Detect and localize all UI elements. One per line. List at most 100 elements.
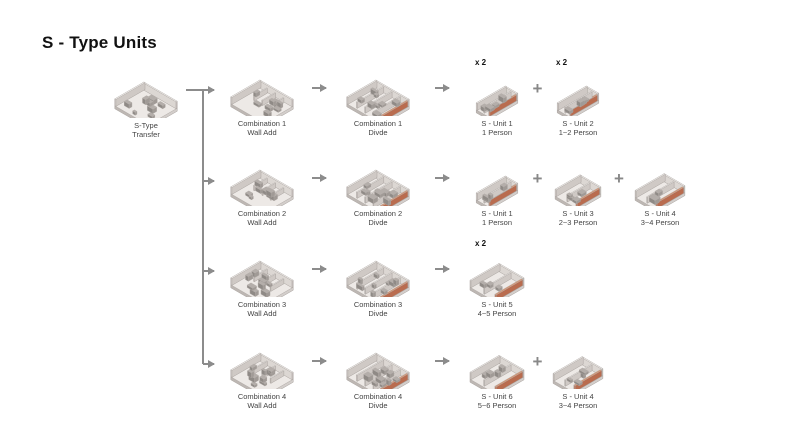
source-transfer-label-line2: Transfer [132,130,160,139]
furniture-block-top [363,181,372,187]
furniture-block-top [370,289,377,294]
furniture-block-top [254,179,264,185]
furniture-block-top [252,89,261,94]
furniture-block-top [498,364,506,369]
furniture-block-top [246,282,258,289]
unit-model-2-3-model [634,173,686,206]
wall-add-model-4-model [230,352,294,389]
furniture-block-top [380,187,391,194]
furniture-block-top [491,101,500,107]
plus-icon: + [532,352,543,371]
furniture-block-top [263,109,272,115]
wall-side-top [230,169,262,188]
unit-model-1-1-label-line2: 1 Person [481,128,513,137]
unit-model-2-1-label-line1: S - Unit 1 [481,209,513,218]
unit-model-4-1-model [469,355,525,389]
furniture-block-top [372,367,382,373]
furniture-block-top [249,363,258,369]
partition-wall-top [564,364,593,381]
wall-add-model-3-model [230,260,294,297]
furniture-block-top [571,196,581,202]
multiplier-badge: x 2 [475,58,487,67]
divide-model-2-label-line2: Divde [368,218,388,227]
plus-icon: + [532,169,543,188]
furniture-block-top [648,194,660,201]
wall-back-right [597,92,600,102]
wall-side-top [346,260,378,279]
furniture-block-top [244,272,254,277]
furniture-block-top [391,98,401,104]
wall-back-right [291,279,294,289]
accent-wall-top [379,99,409,116]
multiplier-badge: x 2 [475,239,487,248]
wall-side-top [114,81,146,100]
furniture-block-top [392,277,400,282]
unit-model-1-1-label-line1: S - Unit 1 [481,119,513,128]
furniture-block-top [357,276,364,280]
unit-model-4-2-label-line1: S - Unit 4 [562,392,594,401]
unit-model-4-1-label-line2: 5~6 Person [477,401,517,410]
unit-model-1-2-model [556,85,600,116]
furniture-block-top [360,188,369,193]
furniture-block-top [355,282,365,288]
plus-icon: + [614,169,624,188]
wall-back-right [407,98,410,108]
unit-model-4-1-label-line1: S - Unit 6 [481,392,513,401]
wall-add-model-1-label-line1: Combination 1 [237,119,287,128]
divide-model-4-label-line1: Combination 4 [353,392,403,401]
furniture-block-top [371,282,377,286]
furniture-block-top [363,371,374,378]
wall-add-model-1-label-line2: Wall Add [247,128,277,137]
furniture-block-top [654,188,663,194]
unit-model-1-1-model [475,85,519,116]
unit-model-4-2-label-line2: 3~4 Person [558,401,598,410]
wall-side-top [475,175,507,194]
furniture-block-top [248,194,254,198]
furniture-block-top [255,185,263,191]
wall-side-top [230,79,262,98]
wall-add-model-2-model [230,169,294,206]
wall-back-right [407,279,410,289]
wall-back-right [599,186,602,195]
furniture-block-top [495,284,503,289]
wall-add-model-2-label-line2: Wall Add [247,218,277,227]
wall-back-right [291,98,294,108]
wall-side-top [230,352,262,371]
source-transfer-model [114,81,178,118]
furniture-block-top [566,192,574,197]
wall-add-model-4-label-line2: Wall Add [247,401,277,410]
furniture-block-top [578,367,589,374]
accent-wall-top [494,370,524,388]
furniture-block-top [257,277,268,283]
furniture-block-top [498,93,508,99]
furniture-block-top [380,366,390,372]
wall-side-top [469,355,501,374]
wall-side-top [552,356,584,375]
wall-side-top [634,173,666,192]
furniture-block-top [499,182,508,188]
wall-add-model-3-label-line2: Wall Add [247,309,277,318]
unit-model-3-1-label-line1: S - Unit 5 [481,300,513,309]
unit-model-3-1-label-line2: 4~5 Person [477,309,517,318]
unit-model-2-2-label-line1: S - Unit 3 [562,209,594,218]
wall-side-top [554,174,582,191]
wall-side-top [475,85,507,104]
wall-back-right [516,92,519,102]
unit-model-2-2-model [554,174,602,206]
